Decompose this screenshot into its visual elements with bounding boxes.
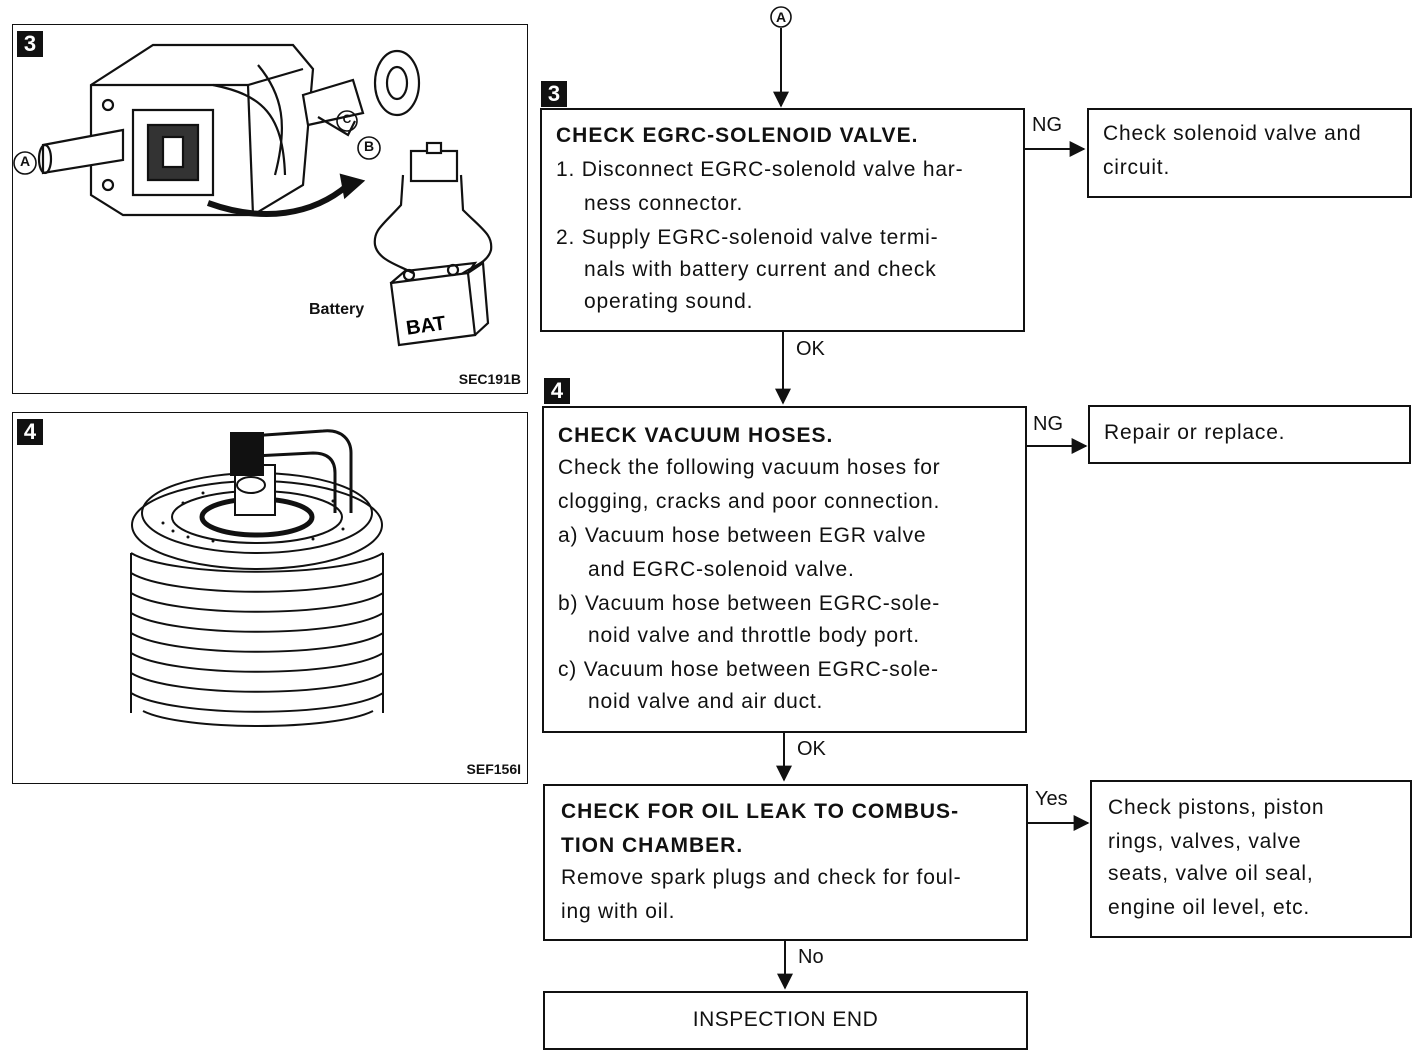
battery-bat-text: BAT: [405, 312, 447, 339]
step4-box: CHECK VACUUM HOSES. Check the following …: [542, 406, 1027, 733]
step3-ok-label: OK: [796, 338, 825, 360]
figure-spark-plug: 4: [12, 412, 528, 784]
label-c: C: [342, 112, 352, 126]
oil-yes-label: Yes: [1035, 788, 1068, 810]
inspection-end-label: INSPECTION END: [692, 1008, 879, 1031]
step3-line: nals with battery current and check: [584, 258, 937, 281]
label-a: A: [19, 153, 31, 169]
step4-line: Check the following vacuum hoses for: [558, 456, 941, 479]
ng-action-line: circuit.: [1103, 156, 1171, 179]
yes-action-line: engine oil level, etc.: [1108, 896, 1311, 919]
step4-line: c) Vacuum hose between EGRC-sole-: [558, 658, 939, 681]
top-connector-label: A: [775, 9, 787, 25]
oil-leak-line: ing with oil.: [561, 900, 676, 923]
step4-line: clogging, cracks and poor connection.: [558, 490, 941, 513]
ng-action-line: Repair or replace.: [1104, 421, 1286, 444]
battery-label: Battery: [309, 301, 365, 318]
figure-egrc-solenoid: 3: [12, 24, 528, 394]
step3-ng-label: NG: [1032, 114, 1062, 136]
step4-ng-action-box: Repair or replace.: [1088, 405, 1411, 464]
oil-leak-box: CHECK FOR OIL LEAK TO COMBUS- TION CHAMB…: [543, 784, 1028, 941]
yes-action-line: Check pistons, piston: [1108, 796, 1325, 819]
step3-number: 3: [541, 81, 567, 107]
figure-code: SEC191B: [458, 371, 521, 387]
figure-code: SEF156I: [466, 761, 521, 777]
inspection-end-box: INSPECTION END: [543, 991, 1028, 1050]
label-b: B: [363, 138, 375, 154]
step3-line: operating sound.: [584, 290, 754, 313]
step3-line: 2. Supply EGRC-solenoid valve termi-: [556, 226, 939, 249]
step3-title: CHECK EGRC-SOLENOID VALVE.: [556, 124, 919, 147]
step4-line: and EGRC-solenoid valve.: [588, 558, 855, 581]
step4-line: noid valve and throttle body port.: [588, 624, 920, 647]
figure-number: 4: [17, 419, 43, 445]
step4-title: CHECK VACUUM HOSES.: [558, 424, 834, 447]
step3-line: 1. Disconnect EGRC-solenold valve har-: [556, 158, 964, 181]
ng-action-line: Check solenoid valve and: [1103, 122, 1362, 145]
yes-action-line: seats, valve oil seal,: [1108, 862, 1314, 885]
figure-number: 3: [17, 31, 43, 57]
oil-yes-action-box: Check pistons, piston rings, valves, val…: [1090, 780, 1412, 938]
oil-leak-title: CHECK FOR OIL LEAK TO COMBUS-: [561, 800, 960, 823]
yes-action-line: rings, valves, valve: [1108, 830, 1302, 853]
step4-ng-label: NG: [1033, 413, 1063, 435]
oil-leak-title-cont: TION CHAMBER.: [561, 834, 744, 857]
step3-line: ness connector.: [584, 192, 744, 215]
step4-number: 4: [544, 378, 570, 404]
step4-line: a) Vacuum hose between EGR valve: [558, 524, 927, 547]
connector-a-circle: [770, 6, 792, 28]
step3-box: CHECK EGRC-SOLENOID VALVE. 1. Disconnect…: [540, 108, 1025, 332]
oil-no-label: No: [798, 946, 824, 968]
step4-line: noid valve and air duct.: [588, 690, 824, 713]
spark-plug-illustration: [130, 429, 384, 727]
solenoid-illustration: BAT: [13, 43, 493, 347]
step3-ng-action-box: Check solenoid valve and circuit.: [1087, 108, 1412, 198]
step4-line: b) Vacuum hose between EGRC-sole-: [558, 592, 941, 615]
oil-leak-line: Remove spark plugs and check for foul-: [561, 866, 962, 889]
step4-ok-label: OK: [797, 738, 826, 760]
